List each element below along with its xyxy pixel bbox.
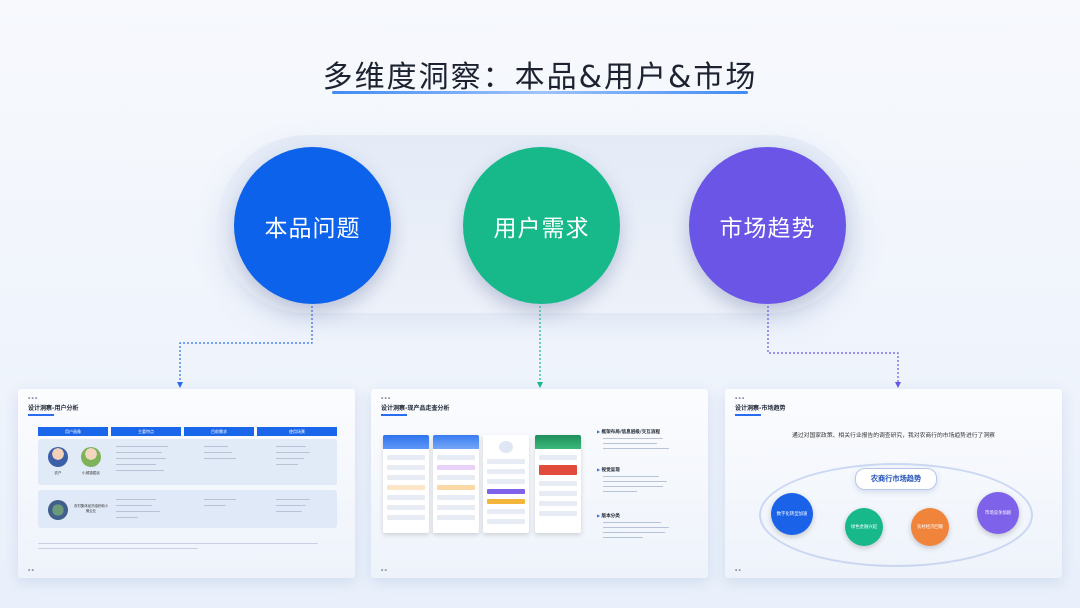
text-placeholder — [276, 458, 304, 460]
connector-product — [179, 306, 313, 384]
card-footer: ▪ ▪ — [28, 568, 34, 572]
trend-bubble[interactable]: 数字化转型加速 — [771, 493, 813, 535]
card-breadcrumb: ▪ ▪ ▪ — [28, 396, 38, 400]
text-placeholder — [276, 505, 306, 507]
arrow-product-icon — [177, 382, 183, 388]
table-header: 使用场景 — [257, 427, 337, 436]
table-header: 主要特点 — [111, 427, 181, 436]
text-placeholder — [603, 476, 659, 478]
text-placeholder — [116, 511, 160, 513]
text-placeholder — [204, 458, 236, 460]
table-header: 目前需求 — [184, 427, 254, 436]
phone-screenshot — [535, 435, 581, 533]
card-market-trends[interactable]: ▪ ▪ ▪ 设计洞察-市场趋势 通过对国家政策、相关行业报告的调查研究，我对农商… — [725, 389, 1062, 578]
phone-screenshot — [383, 435, 429, 533]
card-product-analysis[interactable]: ▪ ▪ ▪ 设计洞察-用户分析 用户画像 主要特点 目前需求 使用场景 农户 小… — [18, 389, 355, 578]
text-placeholder — [204, 446, 228, 448]
card-footer: ▪ ▪ — [381, 568, 387, 572]
text-placeholder — [116, 499, 156, 501]
card-title: 设计洞察-市场趋势 — [735, 403, 786, 416]
text-placeholder — [603, 532, 665, 534]
card-user-analysis[interactable]: ▪ ▪ ▪ 设计洞察-现产品走查分析 框架布局/信息层级/交互流程 视觉呈现 版… — [371, 389, 708, 578]
arrow-market-icon — [895, 382, 901, 388]
persona-label: 小城镇居民 — [82, 471, 100, 475]
text-placeholder — [603, 537, 643, 539]
title-underline — [332, 91, 748, 94]
pillar-product-issues[interactable]: 本品问题 — [234, 147, 391, 304]
text-placeholder — [116, 446, 168, 448]
pillar-user-needs[interactable]: 用户需求 — [463, 147, 620, 304]
text-placeholder — [276, 452, 310, 454]
persona-label: 农村集体经济组织和小微企业 — [74, 504, 108, 513]
trend-bubble[interactable]: 绿色金融兴起 — [845, 508, 883, 546]
card-title: 设计洞察-用户分析 — [28, 403, 79, 416]
text-placeholder — [116, 505, 152, 507]
text-placeholder — [116, 464, 156, 466]
text-placeholder — [603, 491, 637, 493]
persona-label: 农户 — [54, 471, 62, 475]
text-placeholder — [116, 517, 138, 519]
trend-ring — [759, 463, 1033, 567]
organization-image — [48, 500, 68, 520]
market-description: 通过对国家政策、相关行业报告的调查研究，我对农商行的市场趋势进行了洞察 — [792, 433, 995, 439]
trend-bubble[interactable]: 农村经济回暖 — [911, 508, 949, 546]
avatar — [81, 447, 101, 467]
text-placeholder — [603, 486, 663, 488]
avatar — [48, 447, 68, 467]
trend-bubble[interactable]: 市场竞争加剧 — [977, 492, 1019, 534]
text-placeholder — [276, 511, 302, 513]
text-placeholder — [276, 464, 298, 466]
table-header: 用户画像 — [38, 427, 108, 436]
text-placeholder — [276, 446, 306, 448]
phone-screenshot — [483, 435, 529, 533]
text-placeholder — [116, 452, 162, 454]
arrow-user-icon — [537, 382, 543, 388]
page-title: 多维度洞察：本品&用户&市场 — [322, 60, 758, 95]
text-placeholder — [116, 458, 166, 460]
text-placeholder — [603, 522, 661, 524]
section-title: 版本分类 — [597, 513, 619, 519]
text-placeholder — [204, 499, 236, 501]
text-placeholder — [603, 438, 663, 440]
connector-market — [767, 306, 899, 384]
market-trend-badge[interactable]: 农商行市场趋势 — [855, 468, 937, 490]
card-breadcrumb: ▪ ▪ ▪ — [735, 396, 745, 400]
pillar-market-trends[interactable]: 市场趋势 — [689, 147, 846, 304]
section-title: 框架布局/信息层级/交互流程 — [597, 429, 659, 435]
footnote-placeholder — [38, 548, 198, 549]
text-placeholder — [603, 443, 657, 445]
section-title: 视觉呈现 — [597, 467, 619, 473]
text-placeholder — [603, 481, 667, 483]
text-placeholder — [204, 505, 226, 507]
table-row — [38, 490, 337, 528]
text-placeholder — [204, 452, 232, 454]
text-placeholder — [276, 499, 310, 501]
footnote-placeholder — [38, 543, 318, 544]
text-placeholder — [116, 470, 164, 472]
text-placeholder — [603, 448, 669, 450]
card-breadcrumb: ▪ ▪ ▪ — [381, 396, 391, 400]
text-placeholder — [603, 527, 669, 529]
phone-screenshot — [433, 435, 479, 533]
card-title: 设计洞察-现产品走查分析 — [381, 403, 450, 416]
card-footer: ▪ ▪ — [735, 568, 741, 572]
